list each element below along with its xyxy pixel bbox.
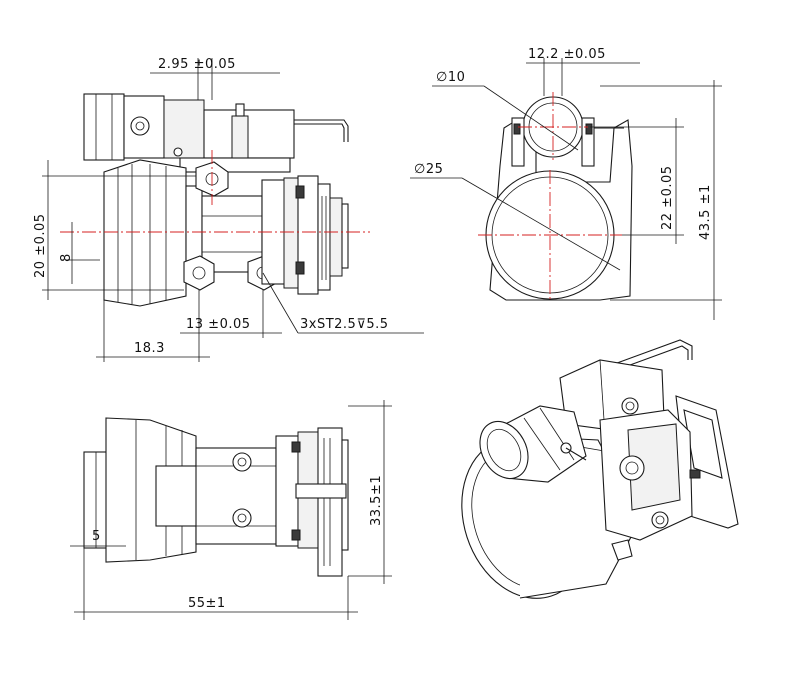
dim-front-hole-spacing: 13 ±0.05 <box>186 317 251 332</box>
dim-front-small: 8 <box>59 253 74 262</box>
side-view: 12.2 ±0.05 ∅10 ∅25 22 ±0.05 43.5 ±1 <box>410 47 722 320</box>
dim-bottom-height: 33.5±1 <box>369 475 384 526</box>
dim-front-offset: 18.3 <box>134 341 165 356</box>
dim-front-height: 20 ±0.05 <box>33 213 48 278</box>
dim-side-center-height: 22 ±0.05 <box>660 165 675 230</box>
dim-bottom-length: 55±1 <box>188 596 226 611</box>
dim-side-large-dia: ∅25 <box>414 162 443 177</box>
dim-bottom-step: 5 <box>92 529 101 544</box>
dim-side-width: 12.2 ±0.05 <box>528 47 606 62</box>
dim-front-top: 2.95 ±0.05 <box>158 57 236 72</box>
dim-front-screw: 3xST2.5⊽5.5 <box>300 317 389 332</box>
dim-side-total-height: 43.5 ±1 <box>698 184 713 240</box>
bottom-view: 33.5±1 5 55±1 <box>70 400 392 620</box>
isometric-view <box>461 339 739 599</box>
front-view: 2.95 ±0.05 20 ±0.05 8 13 ±0.05 3xST2.5⊽5… <box>33 57 424 362</box>
dim-side-small-dia: ∅10 <box>436 70 465 85</box>
